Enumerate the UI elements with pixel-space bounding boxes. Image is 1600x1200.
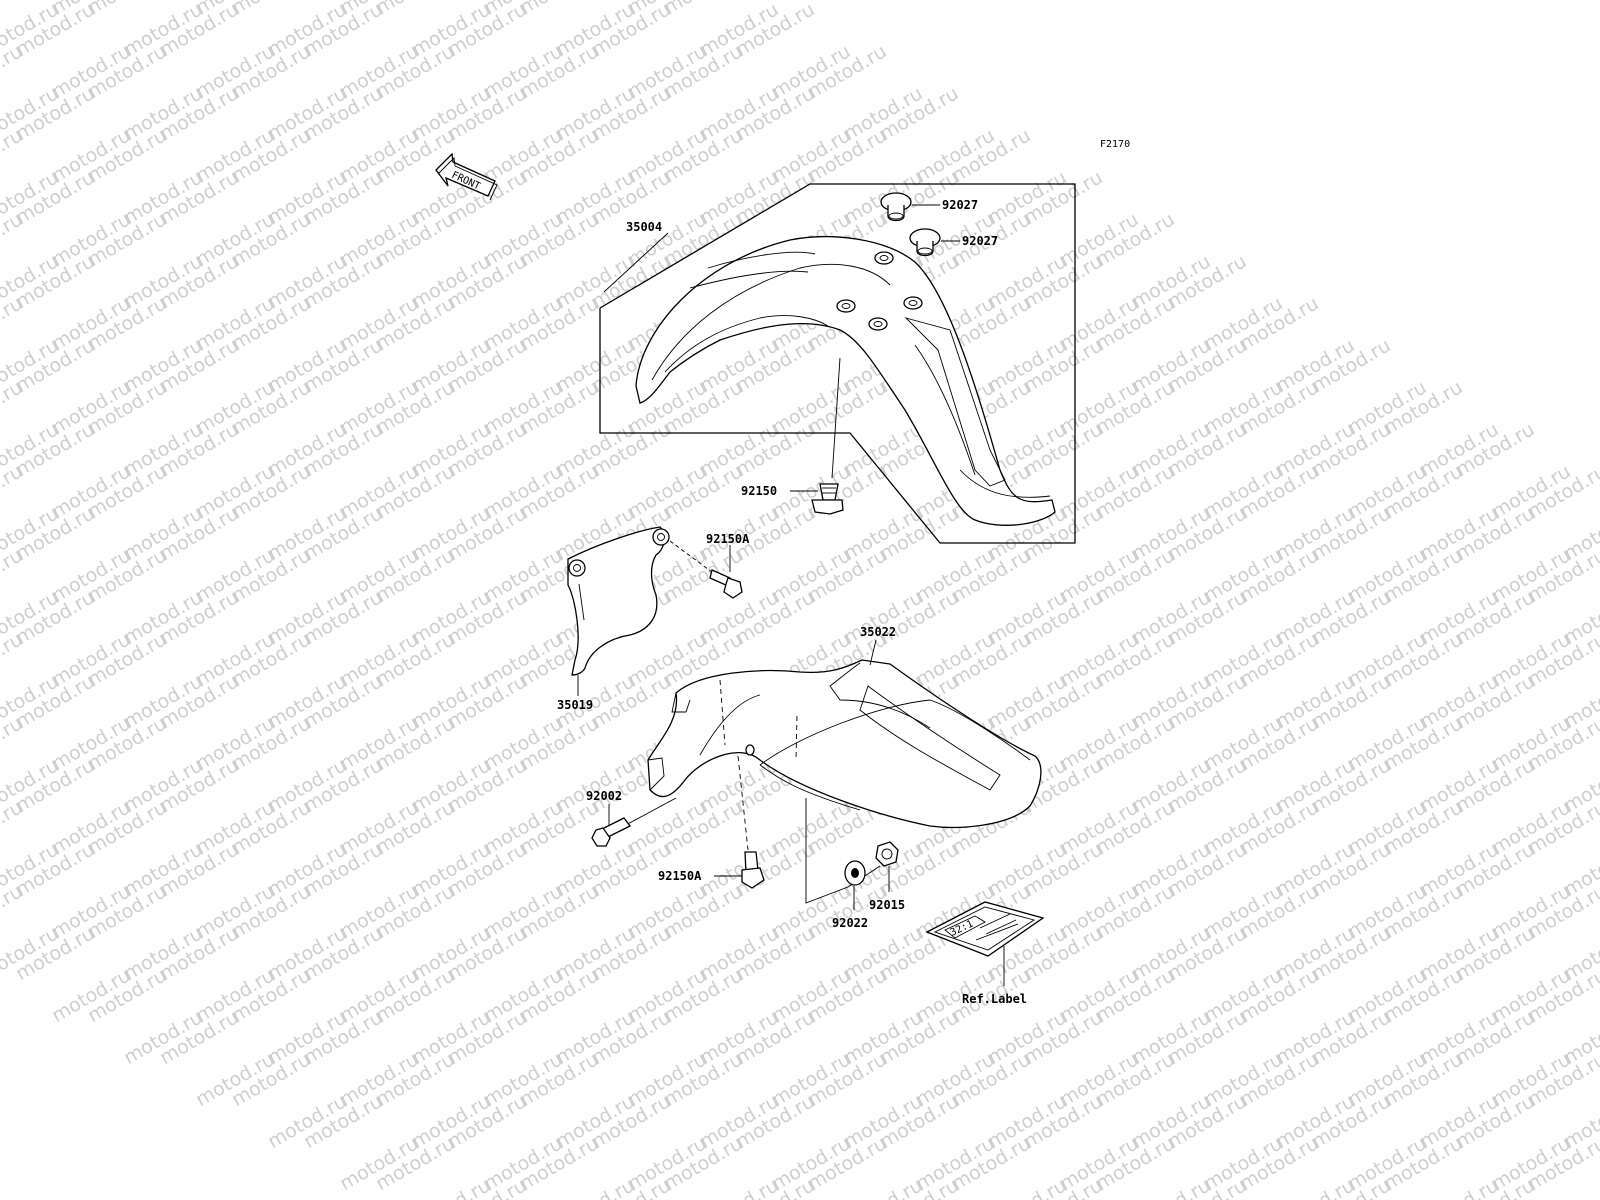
front-fender-group-frame <box>599 183 1076 544</box>
leader-washer-nut-bracket <box>805 798 881 904</box>
rear-fender <box>647 659 1042 828</box>
callout-washer: 92022 <box>832 916 868 930</box>
leader-rear-bolt-bottom-dash <box>737 755 749 851</box>
leader-front-fender <box>603 232 669 293</box>
grommet-top <box>880 192 912 222</box>
front-fender <box>635 236 1056 526</box>
callout-grommet-bottom: 92027 <box>962 234 998 248</box>
callout-fender-bolt: 92150 <box>741 484 777 498</box>
callout-rear-fender: 35022 <box>860 625 896 639</box>
reference-label-plate: 32:1 <box>925 901 1045 957</box>
callout-rear-bolt-left: 92002 <box>586 789 622 803</box>
rear-fender-bolt-bottom <box>741 851 765 889</box>
leader-rear-bolt-left-dash <box>623 797 677 827</box>
callout-grommet-top: 92027 <box>942 198 978 212</box>
leader-rear-fender <box>869 639 877 666</box>
diagram-code: F2170 <box>1100 139 1130 150</box>
callout-nut: 92015 <box>869 898 905 912</box>
rear-fender-bolt-left <box>591 817 631 847</box>
callout-rear-bolt-bottom: 92150A <box>658 869 702 883</box>
front-arrow-icon: FRONT <box>435 152 498 201</box>
callout-ref-label: Ref.Label <box>962 992 1027 1006</box>
side-cover-bolt <box>709 569 743 599</box>
callout-front-fender: 35004 <box>626 220 662 234</box>
fender-bolt <box>811 483 844 515</box>
callout-side-cover-bolt: 92150A <box>706 532 750 546</box>
side-cover <box>567 526 670 676</box>
leader-fender-bolt-up <box>831 357 841 479</box>
grommet-bottom <box>909 228 941 257</box>
washer <box>844 860 866 886</box>
nut <box>875 841 899 867</box>
callout-side-cover: 35019 <box>557 698 593 712</box>
